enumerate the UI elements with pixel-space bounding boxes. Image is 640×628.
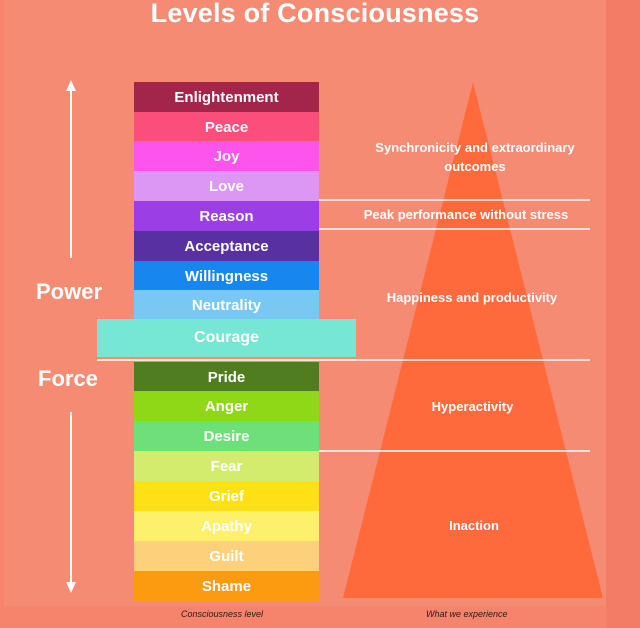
level-guilt: Guilt bbox=[134, 541, 319, 571]
level-pride: Pride bbox=[134, 362, 319, 392]
frame-edge bbox=[606, 0, 640, 628]
page-title: Levels of Consciousness bbox=[150, 0, 480, 28]
force-label: Force bbox=[38, 366, 98, 391]
level-apathy: Apathy bbox=[134, 511, 319, 541]
level-enlightenment: Enlightenment bbox=[134, 82, 319, 112]
experience-synchronicity: Synchronicity and extraordinary outcomes bbox=[375, 140, 575, 174]
experience-peak-performance: Peak performance without stress bbox=[363, 207, 569, 222]
level-acceptance: Acceptance bbox=[134, 231, 319, 261]
level-peace: Peace bbox=[134, 112, 319, 142]
level-grief: Grief bbox=[134, 481, 319, 511]
experience-happiness: Happiness and productivity bbox=[386, 290, 558, 305]
level-anger: Anger bbox=[134, 391, 319, 421]
experience-inaction: Inaction bbox=[449, 518, 499, 533]
level-reason: Reason bbox=[134, 201, 319, 231]
experience-pyramid bbox=[343, 82, 603, 598]
up-arrow-icon bbox=[66, 80, 76, 91]
level-fear: Fear bbox=[134, 451, 319, 481]
down-arrow-icon bbox=[66, 582, 76, 593]
experience-hyperactivity: Hyperactivity bbox=[431, 399, 514, 414]
level-love: Love bbox=[134, 171, 319, 201]
level-shame: Shame bbox=[134, 571, 319, 601]
level-courage: Courage bbox=[97, 319, 356, 357]
power-label: Power bbox=[36, 279, 103, 304]
level-willingness: Willingness bbox=[134, 261, 319, 291]
caption-what-we-experience: What we experience bbox=[426, 609, 508, 619]
level-desire: Desire bbox=[134, 421, 319, 451]
level-joy: Joy bbox=[134, 141, 319, 171]
caption-consciousness-level: Consciousness level bbox=[181, 609, 264, 619]
level-neutrality: Neutrality bbox=[134, 290, 319, 320]
